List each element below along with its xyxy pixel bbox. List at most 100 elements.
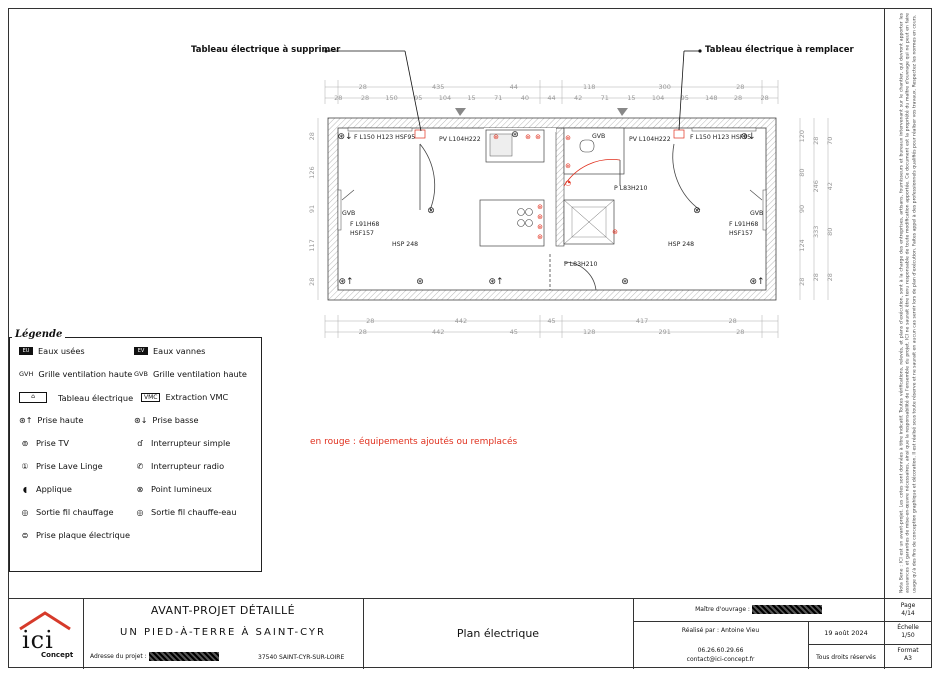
dimension-label: 442	[455, 317, 467, 325]
dimension-label: 126	[308, 166, 316, 178]
svg-text:⊛↓: ⊛↓	[337, 132, 352, 142]
svg-text:⊛: ⊛	[537, 223, 543, 231]
outlets-black: ⊛↓ ⊛↓ ⊛↑ ⊛↑ ⊛ ⊛↑ ⊛ ⊗ ⊗ ⊛	[337, 130, 764, 287]
svg-text:⊛: ⊛	[525, 133, 531, 141]
dimension-label: 28	[359, 328, 367, 336]
room-label: PV L104H222	[629, 136, 671, 143]
dimension-label: 333	[812, 226, 820, 238]
heating-wire-icon: ◎	[21, 507, 29, 517]
svg-text:⊛: ⊛	[416, 277, 424, 287]
legend-item-applique: ◖Applique	[19, 484, 72, 494]
room-label: HSP 248	[668, 241, 694, 248]
dimension-label: 28	[361, 94, 369, 102]
rights: Tous droits réservés	[816, 654, 876, 661]
dimension-label: 90	[798, 205, 806, 213]
dimension-label: 28	[826, 273, 834, 281]
legend-item-prise-basse: ⊛↓Prise basse	[134, 415, 199, 425]
company-logo: ici Concept	[8, 599, 83, 669]
svg-text:⊛: ⊛	[537, 213, 543, 221]
logo-roof-icon	[19, 611, 71, 631]
callout-leaders	[326, 50, 700, 132]
gvh-icon: GVH	[19, 370, 34, 378]
drawing-frame	[8, 8, 932, 668]
room-label: PV L104H222	[439, 136, 481, 143]
dimension-label: 435	[432, 83, 444, 91]
phone: 06.26.60.29.66	[697, 647, 744, 654]
side-dimension-lines	[317, 118, 829, 300]
dimension-label: 71	[601, 94, 609, 102]
dimension-label: 80	[798, 168, 806, 176]
dimension-label: 28	[734, 94, 742, 102]
dimension-label: 104	[652, 94, 664, 102]
dimension-label: 15	[467, 94, 475, 102]
svg-text:⊛: ⊛	[493, 133, 499, 141]
svg-text:◔: ◔	[565, 179, 571, 187]
vmc-icon: VMC	[141, 392, 161, 402]
dimension-label: 28	[308, 132, 316, 140]
ceiling-light-icon: ⊗	[136, 484, 144, 494]
project-title: AVANT-PROJET DÉTAILLÉ	[150, 604, 296, 617]
dimension-label: 44	[547, 94, 555, 102]
dimension-label: 28	[334, 94, 342, 102]
dimension-label: 291	[659, 328, 671, 336]
title-block: ici Concept AVANT-PROJET DÉTAILLÉ UN PIE…	[8, 598, 932, 669]
top-dimension-lines	[324, 80, 779, 104]
eaux-usees-icon: EU	[19, 347, 33, 355]
dimension-label: 104	[439, 94, 451, 102]
dimension-label: 28	[736, 328, 744, 336]
room-label: P L83H210	[614, 185, 648, 192]
legend-title: Légende	[12, 329, 66, 340]
dimension-label: 148	[705, 94, 717, 102]
red-equipment-note: en rouge : équipements ajoutés ou rempla…	[310, 437, 518, 447]
dimension-label: 28	[736, 83, 744, 91]
washer-outlet-icon: ①	[21, 461, 29, 471]
svg-text:⊛↑: ⊛↑	[749, 277, 764, 287]
room-labels: F L150 H123 HSF95 PV L104H222 PV L104H22…	[342, 133, 763, 268]
svg-text:⊛: ⊛	[537, 233, 543, 241]
walls	[327, 117, 777, 301]
dimension-label: 28	[812, 273, 820, 281]
cooktop-outlet-icon: ⊜	[21, 530, 29, 540]
svg-text:⊛↓: ⊛↓	[740, 132, 755, 142]
dimension-label: 118	[583, 83, 595, 91]
callout-remove-panel: Tableau électrique à supprimer	[191, 45, 341, 55]
dimension-label: 91	[308, 205, 316, 213]
dimension-label: 28	[308, 278, 316, 286]
room-label: HSF157	[350, 230, 374, 237]
dimension-label: 80	[826, 228, 834, 236]
svg-text:⊛: ⊛	[612, 228, 618, 236]
dimension-label: 95	[681, 94, 689, 102]
svg-text:⊛: ⊛	[537, 203, 543, 211]
legend-item-chauffe-eau: ◎Sortie fil chauffe-eau	[134, 507, 237, 517]
dimension-label: 40	[521, 94, 529, 102]
callout-replace-panel: Tableau électrique à remplacer	[705, 45, 854, 55]
radio-switch-icon: ✆	[136, 461, 144, 471]
section-arrows	[455, 108, 628, 116]
room-label: GVB	[592, 133, 605, 140]
dimension-label: 95	[414, 94, 422, 102]
eaux-vannes-icon: EV	[134, 347, 148, 355]
address-redacted	[148, 652, 219, 661]
water-heater-icon: ◎	[136, 507, 144, 517]
svg-text:⊛: ⊛	[511, 130, 519, 140]
dimension-label: 44	[510, 83, 518, 91]
dimension-label: 124	[798, 239, 806, 251]
gvb-icon: GVB	[134, 370, 148, 378]
dimension-label: 28	[761, 94, 769, 102]
dimension-label: 150	[385, 94, 397, 102]
bottom-dimension-lines	[324, 315, 779, 338]
outlet-high-icon: ⊛↑	[19, 415, 33, 425]
disclaimer-text: Nota Bene : ICI est un avant-projet. Les…	[899, 13, 918, 593]
room-label: GVB	[342, 210, 355, 217]
